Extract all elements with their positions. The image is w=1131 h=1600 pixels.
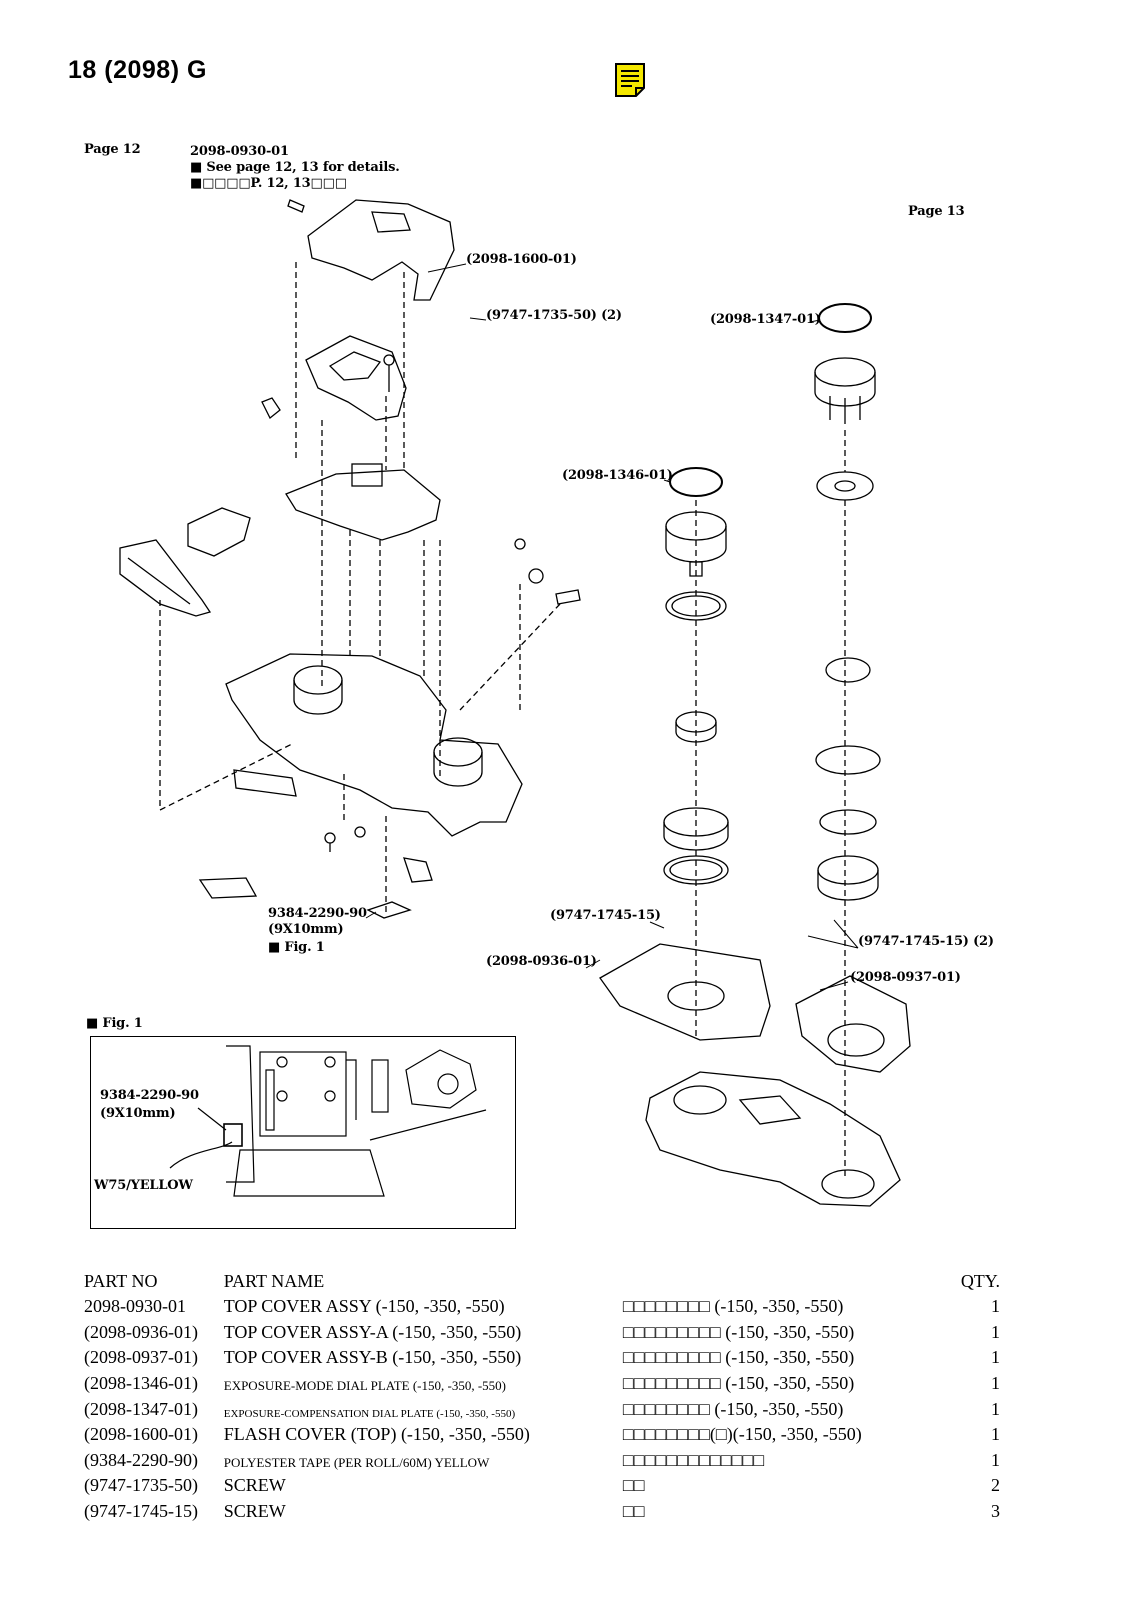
table-row: (9384-2290-90) POLYESTER TAPE (PER ROLL/6… xyxy=(84,1445,1002,1471)
callout-screw-1735: (9747-1735-50) (2) xyxy=(486,308,622,323)
part-name-jp-cell: □□ xyxy=(622,1500,645,1521)
callout-tape-size: (9X10mm) xyxy=(268,922,344,937)
part-name-cell: FLASH COVER (TOP) (-150, -350, -550) xyxy=(223,1424,530,1445)
part-name-cell: TOP COVER ASSY (-150, -350, -550) xyxy=(223,1296,505,1317)
header-part-no: PART NO xyxy=(84,1270,158,1291)
callout-cover-b: (2098-0937-01) xyxy=(850,970,961,985)
part-name-cell: SCREW xyxy=(223,1475,286,1496)
qty-cell: 1 xyxy=(991,1449,1000,1470)
part-number-cell: (2098-0936-01) xyxy=(84,1321,198,1342)
table-row: (9747-1735-50) SCREW □□ 2 xyxy=(84,1471,1002,1497)
page12-label: Page 12 xyxy=(84,142,141,157)
qty-cell: 1 xyxy=(991,1424,1000,1445)
part-name-jp-cell: □□□□□□□□□ (-150, -350, -550) xyxy=(622,1347,855,1368)
callout-tape-number: 9384-2290-90 xyxy=(268,906,367,921)
part-name-jp-cell: □□□□□□□□ (-150, -350, -550) xyxy=(622,1398,844,1419)
note-icon[interactable] xyxy=(614,62,646,98)
part-name-cell: TOP COVER ASSY-A (-150, -350, -550) xyxy=(223,1321,522,1342)
callout-screw-1745-a: (9747-1745-15) xyxy=(550,908,661,923)
callout-cover-a: (2098-0936-01) xyxy=(486,954,597,969)
header-jp-spacer xyxy=(623,1266,942,1292)
part-name-cell: EXPOSURE-COMPENSATION DIAL PLATE (-150, … xyxy=(223,1407,516,1420)
assy-number-label: 2098-0930-01 xyxy=(190,144,289,159)
part-name-cell: EXPOSURE-MODE DIAL PLATE (-150, -350, -5… xyxy=(223,1377,506,1393)
qty-cell: 2 xyxy=(991,1475,1000,1496)
callout-fig-ref: ■ Fig. 1 xyxy=(268,940,325,955)
page-title: 18 (2098) G xyxy=(68,56,207,84)
qty-cell: 1 xyxy=(991,1347,1000,1368)
part-number-cell: (2098-1347-01) xyxy=(84,1398,198,1419)
fig1-inset-frame xyxy=(90,1036,516,1229)
fig1-wire-label: W75/YELLOW xyxy=(94,1178,193,1193)
part-number-cell: (2098-1346-01) xyxy=(84,1372,198,1393)
table-row: (9747-1745-15) SCREW □□ 3 xyxy=(84,1496,1002,1522)
part-number-cell: (2098-1600-01) xyxy=(84,1424,198,1445)
qty-cell: 1 xyxy=(991,1296,1000,1317)
qty-cell: 3 xyxy=(991,1500,1000,1521)
part-name-cell: POLYESTER TAPE (PER ROLL/60M) YELLOW xyxy=(223,1454,490,1470)
header-part-name: PART NAME xyxy=(223,1270,325,1291)
part-name-cell: TOP COVER ASSY-B (-150, -350, -550) xyxy=(223,1347,522,1368)
parts-table-header: PART NO PART NAME QTY. xyxy=(84,1266,1002,1292)
qty-cell: 1 xyxy=(991,1372,1000,1393)
fig1-tape-size: (9X10mm) xyxy=(100,1106,176,1121)
callout-flash-cover: (2098-1600-01) xyxy=(466,252,577,267)
page13-label: Page 13 xyxy=(908,204,965,219)
table-row: (2098-1600-01) FLASH COVER (TOP) (-150, -… xyxy=(84,1420,1002,1446)
qty-cell: 1 xyxy=(991,1321,1000,1342)
callout-dial-1347: (2098-1347-01) xyxy=(710,312,821,327)
part-name-jp-cell: □□□□□□□□(□)(-150, -350, -550) xyxy=(622,1424,862,1445)
part-number-cell: (9747-1745-15) xyxy=(84,1500,198,1521)
see-details-en: ■ See page 12, 13 for details. xyxy=(190,160,400,175)
part-name-cell: SCREW xyxy=(223,1500,286,1521)
part-name-jp-cell: □□ xyxy=(622,1475,645,1496)
header-qty: QTY. xyxy=(960,1270,1000,1291)
part-name-jp-cell: □□□□□□□□ (-150, -350, -550) xyxy=(622,1296,844,1317)
table-row: (2098-1346-01) EXPOSURE-MODE DIAL PLATE (… xyxy=(84,1368,1002,1394)
part-name-jp-cell: □□□□□□□□□ (-150, -350, -550) xyxy=(622,1372,855,1393)
callout-screw-1745-b: (9747-1745-15) (2) xyxy=(858,934,994,949)
fig1-title: ■ Fig. 1 xyxy=(86,1016,143,1031)
table-row: 2098-0930-01 TOP COVER ASSY (-150, -350, … xyxy=(84,1292,1002,1318)
qty-cell: 1 xyxy=(991,1398,1000,1419)
table-row: (2098-1347-01) EXPOSURE-COMPENSATION DIAL… xyxy=(84,1394,1002,1420)
table-row: (2098-0936-01) TOP COVER ASSY-A (-150, -3… xyxy=(84,1317,1002,1343)
part-number-cell: (9747-1735-50) xyxy=(84,1475,198,1496)
part-number-cell: (2098-0937-01) xyxy=(84,1347,198,1368)
fig1-tape-number: 9384-2290-90 xyxy=(100,1088,199,1103)
callout-dial-1346: (2098-1346-01) xyxy=(562,468,673,483)
part-name-jp-cell: □□□□□□□□□ (-150, -350, -550) xyxy=(622,1321,855,1342)
part-number-cell: (9384-2290-90) xyxy=(84,1449,198,1470)
table-row: (2098-0937-01) TOP COVER ASSY-B (-150, -3… xyxy=(84,1343,1002,1369)
see-details-jp: ■□□□□P. 12, 13□□□ xyxy=(190,176,347,191)
part-number-cell: 2098-0930-01 xyxy=(84,1296,186,1317)
part-name-jp-cell: □□□□□□□□□□□□□ xyxy=(622,1449,765,1470)
